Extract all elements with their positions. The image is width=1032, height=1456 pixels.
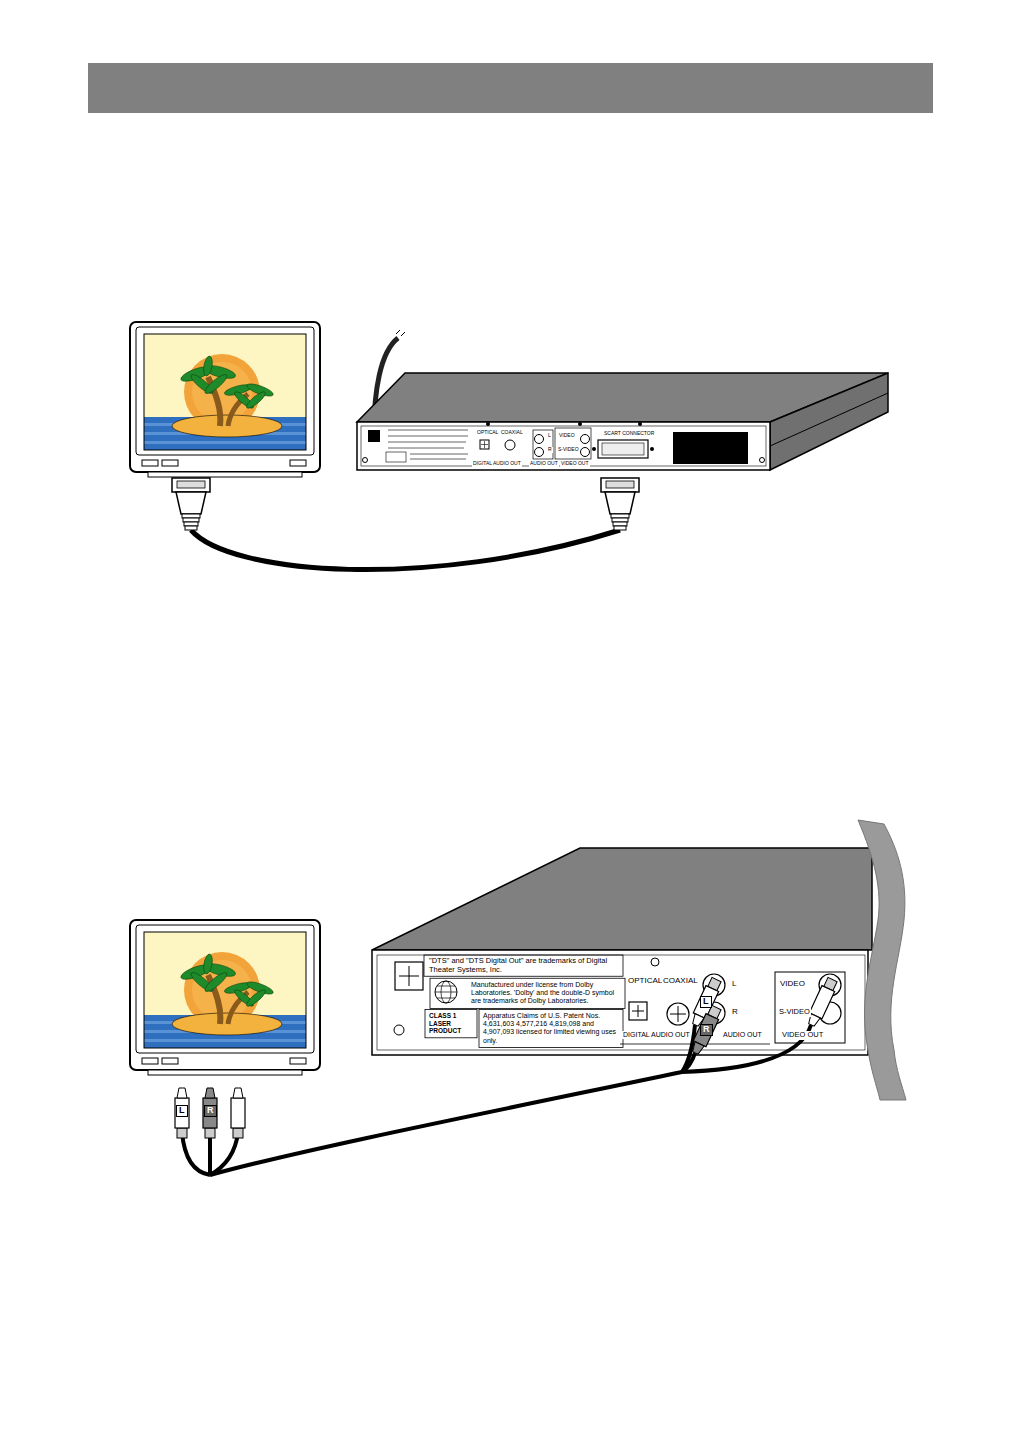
trademark-notice: "DTS" and "DTS Digital Out" are trademar… xyxy=(428,957,620,974)
channel-label: L xyxy=(547,433,552,439)
label-frame xyxy=(430,978,625,1008)
header-bar xyxy=(88,63,933,113)
plug-label: R xyxy=(700,1024,713,1036)
panel-label: VIDEO OUT xyxy=(781,1031,824,1040)
laser-class-label: CLASS 1 LASER PRODUCT xyxy=(428,1012,474,1034)
channel-label: L xyxy=(731,979,737,988)
channel-label: R xyxy=(731,1007,739,1016)
panel-label: AUDIO OUT xyxy=(529,461,559,467)
label-frame xyxy=(424,955,623,976)
panel-label: S-VIDEO xyxy=(557,447,580,453)
plug-label: R xyxy=(204,1105,217,1117)
panel-label: COAXIAL xyxy=(662,976,699,985)
panel-label: DIGITAL AUDIO OUT xyxy=(472,461,522,467)
plug-label: L xyxy=(176,1105,188,1117)
trademark-notice: Manufactured under license from Dolby La… xyxy=(470,981,622,1005)
label-frame xyxy=(425,1009,477,1037)
panel-label: DIGITAL AUDIO OUT xyxy=(622,1031,691,1039)
plug-label: L xyxy=(700,996,712,1008)
patent-notice: Apparatus Claims of U.S. Patent Nos. 4,6… xyxy=(482,1012,620,1044)
panel-label: VIDEO OUT xyxy=(560,461,590,467)
panel-label: S-VIDEO xyxy=(778,1008,811,1017)
label-frame xyxy=(479,1009,623,1047)
panel-label: AUDIO OUT xyxy=(722,1031,763,1039)
panel-label: COAXIAL xyxy=(500,430,524,436)
channel-label: R xyxy=(547,447,553,453)
panel-label: VIDEO xyxy=(558,433,576,439)
panel-label: OPTICAL xyxy=(627,976,663,985)
panel-label: OPTICAL xyxy=(476,430,499,436)
panel-label: VIDEO xyxy=(779,979,806,988)
panel-label: SCART CONNECTOR xyxy=(603,431,655,437)
